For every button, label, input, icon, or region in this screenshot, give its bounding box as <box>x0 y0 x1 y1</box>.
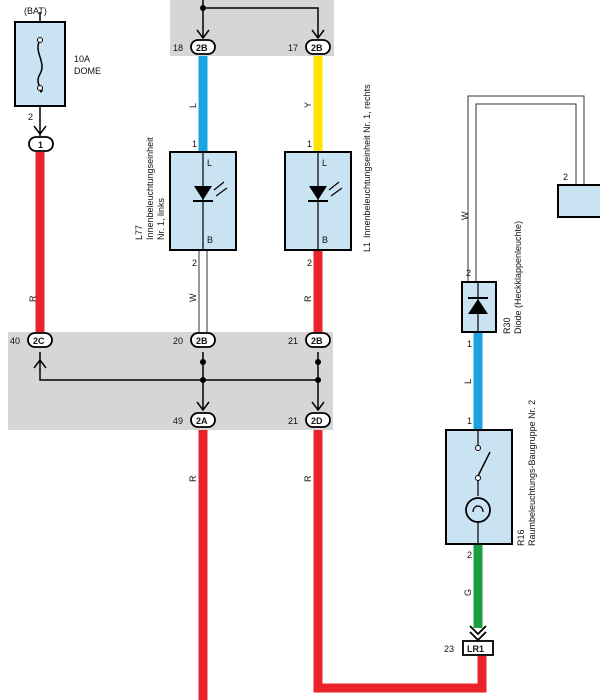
fuse-source: (BAT) <box>24 6 47 16</box>
connector-2b-20-label: 2B <box>196 336 208 346</box>
connector-lr1-pin: 23 <box>444 644 454 654</box>
wire-label-l77-in: L <box>188 103 198 108</box>
right-edge-connector <box>557 184 600 218</box>
connector-2b-20 <box>190 332 216 348</box>
connector-2c-40-label: 2C <box>33 336 45 346</box>
l1-name: Innenbeleuchtungseinheit Nr. 1, rechts <box>362 84 372 238</box>
l77-led-ray-2 <box>215 187 228 197</box>
connector-2b-18-label: 2B <box>196 43 208 53</box>
connector-2b-21-label: 2B <box>311 336 323 346</box>
fuse-arrow <box>33 125 47 136</box>
wire-label-l1-out: R <box>303 295 313 302</box>
l77-top-letter: L <box>207 158 212 168</box>
fuse-end-bottom <box>37 85 43 91</box>
connector-1 <box>28 136 54 152</box>
l1-pin-top: 1 <box>307 139 312 149</box>
wire-label-fuse-out: R <box>28 295 38 302</box>
wire-label-l77-out: W <box>188 293 198 302</box>
connector-2b-21-pin: 21 <box>288 336 298 346</box>
middle-bus <box>39 352 318 381</box>
arrow-up-2c <box>33 358 47 369</box>
l77-bottom-letter: B <box>207 235 213 245</box>
l77-name: Innenbeleuchtungseinheit <box>145 137 155 240</box>
arrow-lr1-a <box>469 625 487 636</box>
wire-label-l1-in: Y <box>303 102 313 108</box>
r16-switch-contact <box>475 475 481 481</box>
r16-name: Raumbeleuchtungs-Baugruppe Nr. 2 <box>527 400 537 546</box>
r30-id: R30 <box>502 317 512 334</box>
connector-2b-18-pin: 18 <box>173 43 183 53</box>
connector-2b-17-label: 2B <box>311 43 323 53</box>
r16-pin-bottom: 2 <box>467 550 472 560</box>
arrow-2b-18 <box>196 29 210 40</box>
junction-dot-2 <box>315 377 321 383</box>
wire-r30-white <box>468 96 584 282</box>
connector-2b-21 <box>305 332 331 348</box>
wire-bottom-right-red <box>313 430 487 693</box>
wire-label-r16-out: G <box>463 589 473 596</box>
wire-label-r30-in: W <box>460 211 470 220</box>
l77-sub: Nr. 1, links <box>156 197 166 240</box>
top-junction-dot <box>200 5 206 11</box>
l1-led-ray-1 <box>328 181 340 191</box>
junction-dot-4 <box>315 359 321 365</box>
l77-pin-bottom: 2 <box>192 258 197 268</box>
r16-switch-arm <box>477 451 491 477</box>
connector-2b-18 <box>190 39 216 55</box>
connector-lr1-label: LR1 <box>467 644 484 654</box>
r30-pin-bottom: 1 <box>467 339 472 349</box>
wire-label-r30-out: L <box>463 379 473 384</box>
top-bus-wire <box>202 0 319 38</box>
right-edge-connector-pin: 2 <box>563 172 568 182</box>
fuse-end-top <box>37 37 43 43</box>
r16-bulb-filament <box>472 505 484 513</box>
connector-lr1 <box>462 640 494 656</box>
l77-pin-top: 1 <box>192 139 197 149</box>
connector-2c-40 <box>27 332 53 348</box>
connector-2a-49-pin: 49 <box>173 416 183 426</box>
r16-switch-pivot <box>475 445 481 451</box>
r16-id: R16 <box>516 529 526 546</box>
connector-2d-21 <box>305 412 331 428</box>
r16-pin-top: 1 <box>467 416 472 426</box>
r30-pin-top: 2 <box>466 268 471 278</box>
connector-2c-40-pin: 40 <box>10 336 20 346</box>
connector-2b-17 <box>305 39 331 55</box>
arrow-2d-21 <box>311 401 325 412</box>
arrow-2b-17 <box>311 29 325 40</box>
connector-2a-49 <box>190 412 216 428</box>
l1-top-letter: L <box>322 158 327 168</box>
connector-2d-21-pin: 21 <box>288 416 298 426</box>
connector-2b-17-pin: 17 <box>288 43 298 53</box>
r30-name: Diode (Heckklappenleuchte) <box>513 221 523 334</box>
l1-pin-bottom: 2 <box>307 258 312 268</box>
wire-label-bottom-right: R <box>303 475 313 482</box>
arrow-lr1-b <box>469 631 487 642</box>
junction-dot-3 <box>200 359 206 365</box>
fuse-box <box>14 21 66 107</box>
l1-led-icon <box>309 186 327 200</box>
fuse-rating: 10A <box>74 54 90 64</box>
connector-2d-21-label: 2D <box>311 416 323 426</box>
connector-2b-20-pin: 20 <box>173 336 183 346</box>
fuse-pin: 2 <box>28 112 33 122</box>
l77-led-ray-1 <box>213 181 225 191</box>
connector-1-label: 1 <box>38 140 43 150</box>
connector-2a-49-label: 2A <box>196 416 208 426</box>
l77-led-icon <box>194 186 212 200</box>
l1-led-ray-2 <box>330 187 343 197</box>
wire-label-bottom-left: R <box>188 475 198 482</box>
junction-zone-middle <box>8 332 333 430</box>
junction-dot-1 <box>200 377 206 383</box>
r30-diode-icon <box>468 299 488 314</box>
arrow-2a-49 <box>196 401 210 412</box>
fuse-name: DOME <box>74 66 101 76</box>
l1-bottom-letter: B <box>322 235 328 245</box>
l1-id: L1 <box>362 242 372 252</box>
l77-id: L77 <box>134 225 144 240</box>
